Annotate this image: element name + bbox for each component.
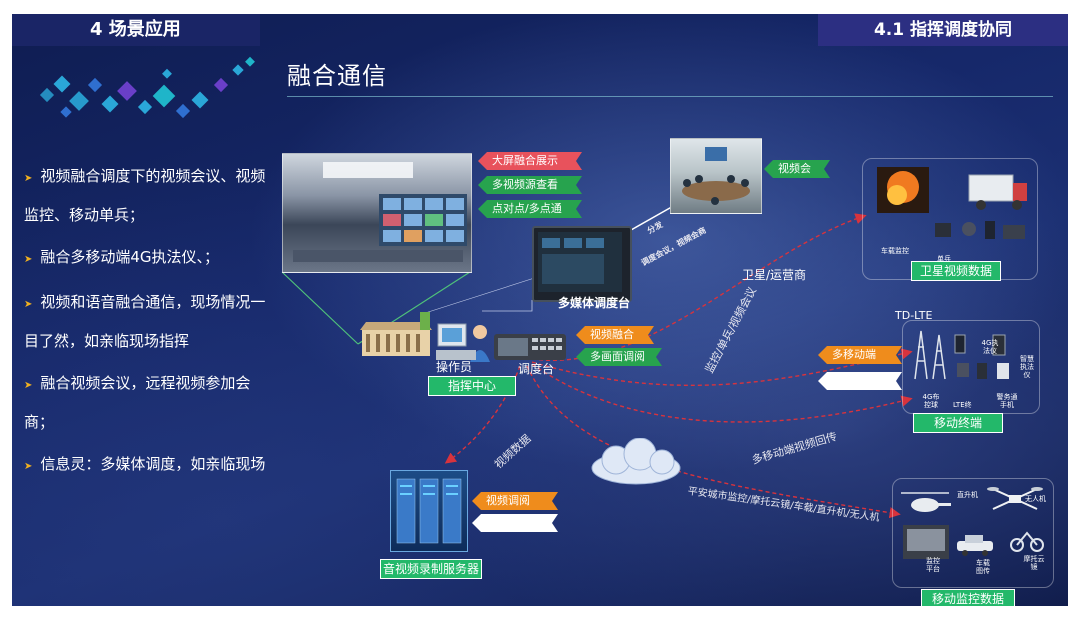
dispatch-desk-label: 调度台 [518,362,555,376]
mobile-monitoring-ribbon: 移动监控数据 [921,589,1015,606]
dispatch-console-label: 多媒体调度台 [558,296,631,310]
arrow-bullet-icon: ➤ [24,254,33,265]
tower-icon [914,330,946,380]
mobile-terminal-box: TD-LTE 4G执法仪 智慧执法仪 4G布控球 LTE终 警务通手机 移动终端 [895,309,1040,433]
label-monitor-platform: 监控平台 [926,557,940,573]
tag-multi-screen-view: 多画面调阅 [576,348,662,366]
device-icons [935,221,1025,239]
control-room-photo [282,153,472,273]
satellite-label: 卫星/运营商 [742,268,807,282]
vehicle-icon [957,535,993,556]
satellite-video-ribbon: 卫星视频数据 [911,261,1001,281]
video-meeting-photo [670,138,762,214]
tag-blank-mobile [818,372,902,390]
label-4g-recorder: 4G执法仪 [981,339,999,355]
operator-label: 操作员 [436,360,473,374]
tag-multi-video-source: 多视频源查看 [478,176,582,194]
dispatch-console-screen [532,226,632,302]
server-rack-image [390,470,468,552]
mobile-monitoring-box: 直升机 无人机 监控平台 车载图传 摩托云镜 移动监控数据 [892,478,1054,606]
bullet-item: ➤视频融合调度下的视频会议、视频监控、移动单兵； [24,167,266,224]
tag-blank-server [472,514,558,532]
mobile-terminal-ribbon: 移动终端 [913,413,1003,433]
slide: 4 场景应用 4.1 指挥调度协同 融合通信 ➤视频融合调度下的视频会议、视频监… [12,14,1068,606]
mosaic-decoration [39,56,255,119]
tdlte-label: TD-LTE [895,309,933,322]
bullet-list: ➤视频融合调度下的视频会议、视频监控、移动单兵； ➤融合多移动端4G执法仪、； … [24,158,269,485]
control-room-illustration [293,162,467,262]
tag-video-meeting: 视频会商 [764,160,830,178]
bullet-item: ➤视频和语音融合通信，现场情况一目了然，如亲临现场指挥 [24,293,266,350]
page-title: 融合通信 [287,62,387,90]
label-helicopter: 直升机 [957,491,978,499]
section-header: 4 场景应用 [12,14,260,46]
arrow-bullet-icon: ➤ [24,173,33,184]
label-vehicle-monitor: 车载监控 [881,247,909,255]
bullet-item: ➤融合多移动端4G执法仪、； [24,248,220,266]
arrow-bullet-icon: ➤ [24,299,33,310]
operator-icon [436,323,490,362]
cloud-icon [591,438,681,485]
mobile-device-icons [954,334,1009,379]
tag-multi-mobile: 多移动端 [818,346,902,364]
tag-video-fusion: 视频融合 [576,326,654,344]
meeting-room-illustration [682,147,750,205]
bullet-item: ➤信息灵：多媒体调度，如亲临现场 [24,455,266,473]
monitor-platform-image [903,525,949,559]
title-divider [287,96,1053,97]
label-motorcycle-camera: 摩托云镜 [1023,555,1045,571]
tag-big-screen-display: 大屏融合展示 [478,152,582,170]
dispatch-desk-icon [494,334,566,360]
label-lte-terminal: LTE终 [953,401,972,409]
satellite-truck-image [968,174,1027,210]
label-4g-camera: 4G布控球 [922,393,940,409]
label-police-phone: 警务通手机 [996,393,1018,409]
subsection-header: 4.1 指挥调度协同 [818,14,1068,46]
drone-icon [987,487,1043,510]
console-ui-icon [538,232,622,292]
server-rack-icon [396,478,462,544]
label-smart-recorder: 智慧执法仪 [1020,355,1034,379]
tag-video-review: 视频调阅 [472,492,558,510]
server-ribbon: 音视频录制服务器 [380,559,482,579]
helicopter-icon [901,492,951,512]
tag-point-call: 点对点/多点通话 [478,200,582,218]
satellite-box: 车载监控 单兵 卫星视频数据 [862,158,1038,281]
label-drone: 无人机 [1025,495,1046,503]
building-icon [360,312,432,356]
arrow-bullet-icon: ➤ [24,380,33,391]
label-individual-soldier: 单兵 [937,255,951,263]
bullet-item: ➤融合视频会议，远程视频参加会商； [24,374,251,431]
label-vehicle-transmission: 车载图传 [976,559,990,575]
command-center-ribbon: 指挥中心 [428,376,516,396]
motorcycle-icon [1010,531,1044,552]
firefighter-image [877,167,929,213]
arrow-bullet-icon: ➤ [24,461,33,472]
